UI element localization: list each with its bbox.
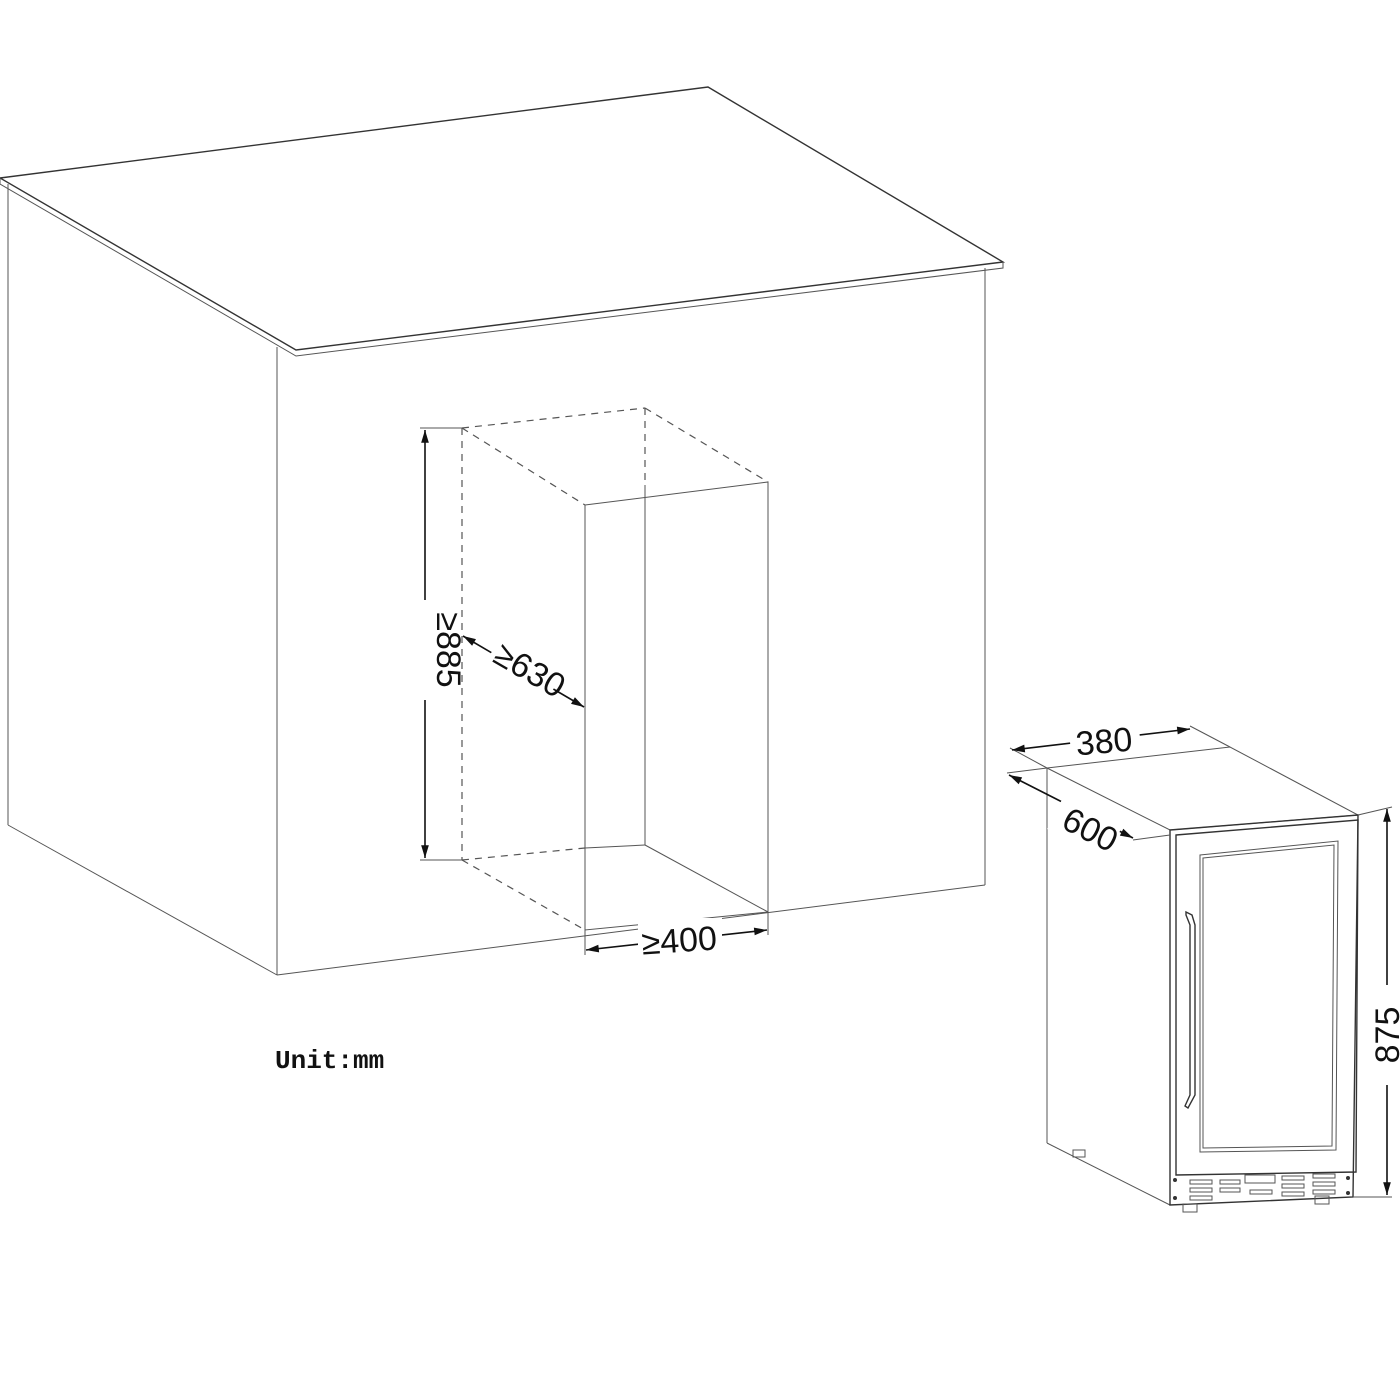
width-min-label: ≥400 <box>640 919 718 962</box>
dimension-depth: 600 <box>1006 767 1171 860</box>
vent-grille <box>1173 1173 1350 1201</box>
width-label: 380 <box>1074 721 1134 764</box>
dimension-width-min: ≥400 <box>584 912 769 963</box>
door-frame <box>1175 819 1359 1176</box>
countertop <box>0 86 1006 351</box>
foot <box>1314 1195 1330 1205</box>
cabinet <box>0 86 1006 976</box>
unit-label: Unit:mm <box>275 1046 384 1076</box>
dimension-height-min: ≥885 <box>405 427 467 861</box>
foot <box>1072 1149 1086 1158</box>
door-glass <box>1199 840 1339 1153</box>
dimension-width: 380 <box>1009 717 1231 769</box>
depth-min-label: ≥630 <box>487 635 571 706</box>
door-handle <box>1184 910 1196 1110</box>
foot <box>1182 1203 1198 1213</box>
height-label: 875 <box>1369 1007 1400 1064</box>
dimension-height: 875 <box>1353 806 1400 1198</box>
dimension-depth-min: ≥630 <box>462 632 585 708</box>
height-min-label: ≥885 <box>429 612 467 687</box>
